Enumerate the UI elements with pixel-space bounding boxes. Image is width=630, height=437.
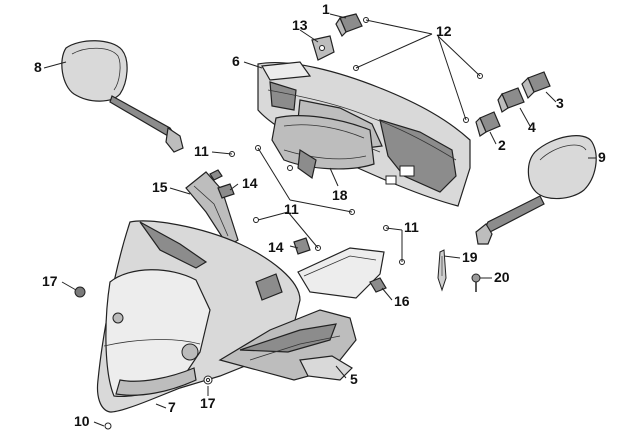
callout-3: 3 <box>556 95 564 111</box>
callout-11-b: 11 <box>284 201 299 217</box>
callout-6: 6 <box>232 53 240 69</box>
grommet-17 <box>74 286 86 298</box>
callout-11-a: 11 <box>194 143 209 159</box>
callout-1: 1 <box>322 1 330 17</box>
callout-19: 19 <box>462 249 478 265</box>
garnish-16 <box>297 247 387 299</box>
callout-17-a: 17 <box>42 273 58 289</box>
right-mirror <box>475 135 597 245</box>
callout-12: 12 <box>436 23 452 39</box>
callout-8: 8 <box>34 59 42 75</box>
callout-2: 2 <box>498 137 506 153</box>
meter-18 <box>271 115 375 180</box>
callout-13: 13 <box>292 17 308 33</box>
callout-16: 16 <box>394 293 410 309</box>
callout-4: 4 <box>528 119 536 135</box>
left-mirror <box>61 40 184 153</box>
lower-front-cover <box>218 309 357 381</box>
clip-14-upper <box>217 183 235 199</box>
callout-18: 18 <box>332 187 348 203</box>
callout-9: 9 <box>598 149 606 165</box>
callout-17-b: 17 <box>200 395 216 411</box>
cover-15 <box>185 169 239 247</box>
callout-20: 20 <box>494 269 510 285</box>
callout-14-b: 14 <box>268 239 284 255</box>
switch-4 <box>497 87 525 113</box>
callout-11-c: 11 <box>404 219 419 235</box>
clip-14-lower <box>293 237 311 255</box>
callout-15: 15 <box>152 179 168 195</box>
bulb-19 <box>437 249 447 292</box>
callout-14-a: 14 <box>242 175 258 191</box>
callout-10: 10 <box>74 413 90 429</box>
front-cover <box>96 220 301 413</box>
switch-2 <box>475 111 501 137</box>
leader-lines <box>43 13 596 427</box>
screw-20 <box>471 273 481 292</box>
switch-3 <box>521 71 551 100</box>
callout-5: 5 <box>350 371 358 387</box>
switch-1 <box>335 13 363 38</box>
callout-7: 7 <box>168 399 176 415</box>
